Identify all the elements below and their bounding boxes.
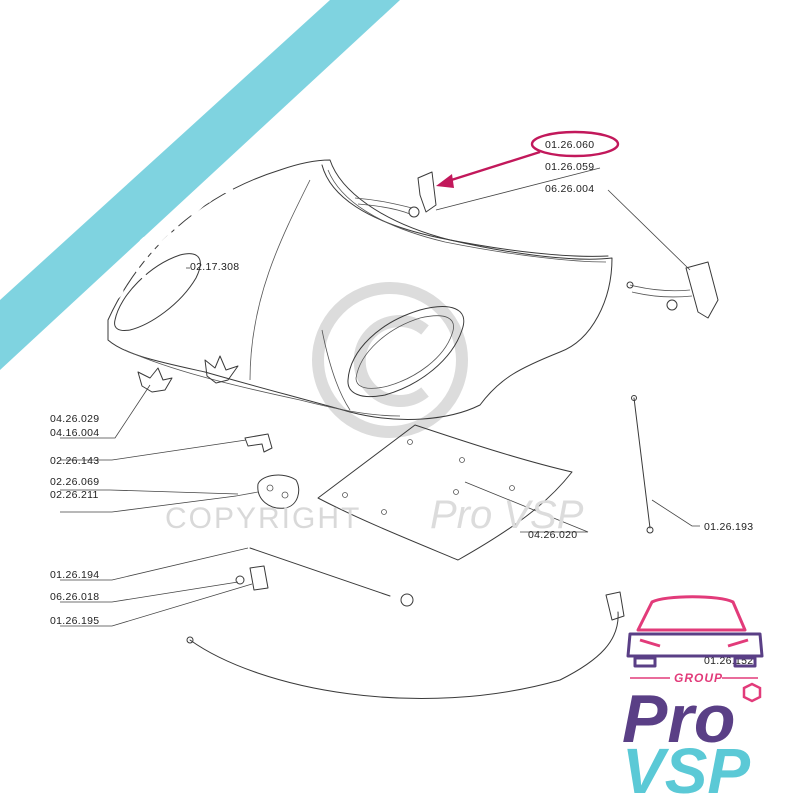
copyright-watermark-icon	[312, 282, 468, 438]
brand-watermark-text: Pro VSP	[430, 493, 584, 537]
release-cable	[186, 591, 625, 699]
release-rod	[249, 547, 414, 607]
hood-hinge-bracket	[354, 171, 437, 218]
part-ref-label: 06.26.004	[545, 183, 594, 195]
prop-rod	[631, 395, 654, 534]
logo-pro-text: Pro	[622, 681, 735, 757]
part-ref-label: 04.26.020	[528, 529, 577, 541]
latch-bracket	[244, 433, 273, 453]
part-ref-label: 04.26.029	[50, 413, 99, 425]
emblem-clip-right	[204, 355, 239, 384]
hood-latch	[235, 474, 300, 509]
part-ref-label: 04.16.004	[50, 427, 99, 439]
car-logo-icon	[626, 595, 764, 668]
part-ref-label: 06.26.018	[50, 591, 99, 603]
highlight-arrow	[436, 150, 541, 188]
part-ref-label: 01.26.060	[545, 139, 594, 151]
part-labels: 01.26.060 01.26.059 06.26.004 02.17.308 …	[50, 139, 753, 667]
logo-group-text: GROUP	[674, 671, 723, 685]
part-ref-label: 02.17.308	[190, 261, 239, 273]
emblem-clip-left	[137, 367, 173, 393]
highlight-ring	[530, 130, 620, 158]
logo-hex-icon	[742, 682, 762, 703]
release-handle	[235, 565, 269, 591]
banner-url-text: pro-piece-vsp.com	[59, 66, 347, 339]
hood-panel	[107, 159, 613, 420]
part-ref-label: 02.26.069	[50, 476, 99, 488]
copyright-watermark-text: COPYRIGHT	[165, 502, 361, 535]
part-ref-label: 02.26.211	[50, 489, 99, 501]
part-ref-label: 02.26.143	[50, 455, 99, 467]
text-watermark: COPYRIGHT Pro VSP	[165, 493, 584, 537]
part-ref-label: 01.26.194	[50, 569, 99, 581]
part-ref-label: 01.26.059	[545, 161, 594, 173]
part-ref-label: 01.26.195	[50, 615, 99, 627]
brand-logo: GROUP Pro VSP	[622, 595, 764, 800]
leader-lines	[60, 167, 700, 627]
hood-hinge-right	[626, 261, 719, 319]
part-ref-label: 01.26.193	[704, 521, 753, 533]
logo-vsp-text: VSP	[622, 735, 750, 800]
